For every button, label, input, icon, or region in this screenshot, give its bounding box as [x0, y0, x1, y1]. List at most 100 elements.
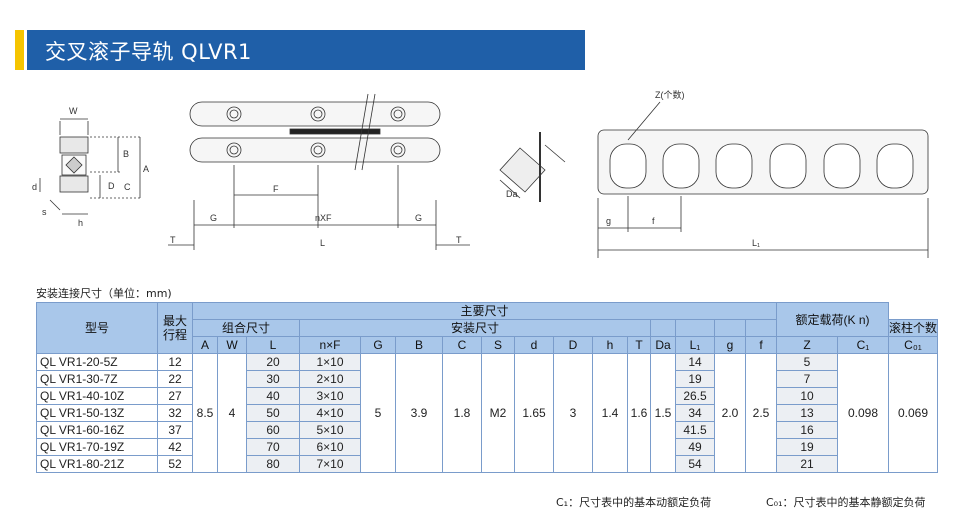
cell-model: QL VR1-30-7Z: [36, 370, 158, 388]
cell-L: 50: [246, 404, 300, 422]
cell-model: QL VR1-40-10Z: [36, 387, 158, 405]
header-rated-load: 额定载荷(K n): [776, 302, 889, 337]
cell-Z: 19: [776, 438, 838, 456]
cell-L1: 54: [675, 455, 715, 473]
cell-W: 4: [217, 353, 247, 473]
cell-L: 20: [246, 353, 300, 371]
cell-model: QL VR1-80-21Z: [36, 455, 158, 473]
cell-B: 3.9: [395, 353, 443, 473]
header-model: 型号: [36, 302, 158, 354]
col-C: C: [442, 336, 482, 354]
header-spacer-da: [650, 319, 676, 337]
cell-stroke: 32: [157, 404, 193, 422]
table-row: QL VR1-70-19Z 42 70 6×10 49 19: [36, 438, 938, 456]
cell-L: 40: [246, 387, 300, 405]
cell-nF: 6×10: [299, 438, 361, 456]
cell-Da: 1.5: [650, 353, 676, 473]
cross-section-drawing: [39, 118, 142, 215]
cell-L: 30: [246, 370, 300, 388]
cell-L1: 41.5: [675, 421, 715, 439]
cell-L1: 49: [675, 438, 715, 456]
cell-Z: 16: [776, 421, 838, 439]
col-nF: n×F: [299, 336, 361, 354]
table-row: QL VR1-80-21Z 52 80 7×10 54 21: [36, 455, 938, 473]
cell-nF: 1×10: [299, 353, 361, 371]
label-G-left: G: [210, 213, 217, 223]
roller-detail-drawing: [499, 132, 566, 202]
spec-table: 型号 最大行程 主要尺寸 额定载荷(K n) 组合尺寸 安装尺寸 滚柱个数 A …: [36, 302, 939, 473]
cell-model: QL VR1-20-5Z: [36, 353, 158, 371]
header-spacer-f: [745, 319, 777, 337]
col-C01: C₀₁: [887, 336, 939, 354]
header-spacer-g: [714, 319, 746, 337]
cell-model: QL VR1-50-13Z: [36, 404, 158, 422]
cell-Z: 21: [776, 455, 838, 473]
cell-Z: 13: [776, 404, 838, 422]
label-A: A: [143, 164, 149, 174]
cell-nF: 2×10: [299, 370, 361, 388]
cell-nF: 3×10: [299, 387, 361, 405]
col-T: T: [627, 336, 651, 354]
cell-T: 1.6: [627, 353, 651, 473]
col-Z: Z: [776, 336, 838, 354]
rail-pair-drawing: [168, 93, 470, 250]
table-row: QL VR1-60-16Z 37 60 5×10 41.5 16: [36, 421, 938, 439]
col-g: g: [714, 336, 746, 354]
footnote-c1: C₁：尺寸表中的基本动额定负荷: [556, 496, 712, 509]
cell-stroke: 37: [157, 421, 193, 439]
header-main-dims: 主要尺寸: [192, 302, 777, 320]
label-T-right: T: [456, 235, 462, 245]
cell-g: 2.0: [714, 353, 746, 473]
header-install-dims: 安装尺寸: [299, 319, 651, 337]
table-row: QL VR1-20-5Z 12 8.5 4 20 1×10 5 3.9 1.8 …: [36, 353, 939, 473]
technical-drawings: W B A d D C s h F G nXF G T L T Da: [32, 89, 929, 258]
cell-C: 1.8: [442, 353, 482, 473]
cell-nF: 4×10: [299, 404, 361, 422]
cell-L1: 14: [675, 353, 715, 371]
title-accent: [15, 30, 24, 70]
label-L1: L₁: [752, 238, 760, 248]
table-caption: 安装连接尺寸（单位：mm): [36, 287, 172, 300]
col-Da: Da: [650, 336, 676, 354]
header-roller-count: 滚柱个数: [887, 319, 939, 337]
label-G-right: G: [415, 213, 422, 223]
col-f: f: [745, 336, 777, 354]
page-title: 交叉滚子导轨 QLVR1: [45, 40, 252, 64]
header-combo-dims: 组合尺寸: [192, 319, 300, 337]
cell-L: 60: [246, 421, 300, 439]
cell-nF: 5×10: [299, 421, 361, 439]
cell-G: 5: [360, 353, 396, 473]
cell-d: 1.65: [514, 353, 554, 473]
cell-model: QL VR1-60-16Z: [36, 421, 158, 439]
cell-L1: 26.5: [675, 387, 715, 405]
cell-S: M2: [481, 353, 515, 473]
label-s: s: [42, 207, 47, 217]
cell-h: 1.4: [592, 353, 628, 473]
label-L: L: [320, 238, 325, 248]
cell-Z: 10: [776, 387, 838, 405]
label-nXF: nXF: [315, 213, 332, 223]
cell-f: 2.5: [745, 353, 777, 473]
cell-D: 3: [553, 353, 593, 473]
cell-L: 70: [246, 438, 300, 456]
cell-stroke: 52: [157, 455, 193, 473]
cell-C01: 0.069: [887, 353, 939, 473]
label-B: B: [123, 149, 129, 159]
label-F: F: [273, 184, 279, 194]
footnote-c01: C₀₁：尺寸表中的基本静额定负荷: [766, 496, 926, 509]
col-C1: C₁: [837, 336, 889, 354]
cell-Z: 5: [776, 353, 838, 371]
cell-stroke: 12: [157, 353, 193, 371]
cell-C1: 0.098: [837, 353, 889, 473]
header-spacer-l1: [675, 319, 715, 337]
cell-stroke: 27: [157, 387, 193, 405]
label-f: f: [652, 216, 655, 226]
label-h: h: [78, 218, 83, 228]
col-W: W: [217, 336, 247, 354]
label-C: C: [124, 182, 131, 192]
title-background: [27, 30, 585, 70]
cell-stroke: 42: [157, 438, 193, 456]
col-B: B: [395, 336, 443, 354]
label-Da: Da: [506, 189, 518, 199]
title-bar: 交叉滚子导轨 QLVR1: [15, 30, 585, 70]
